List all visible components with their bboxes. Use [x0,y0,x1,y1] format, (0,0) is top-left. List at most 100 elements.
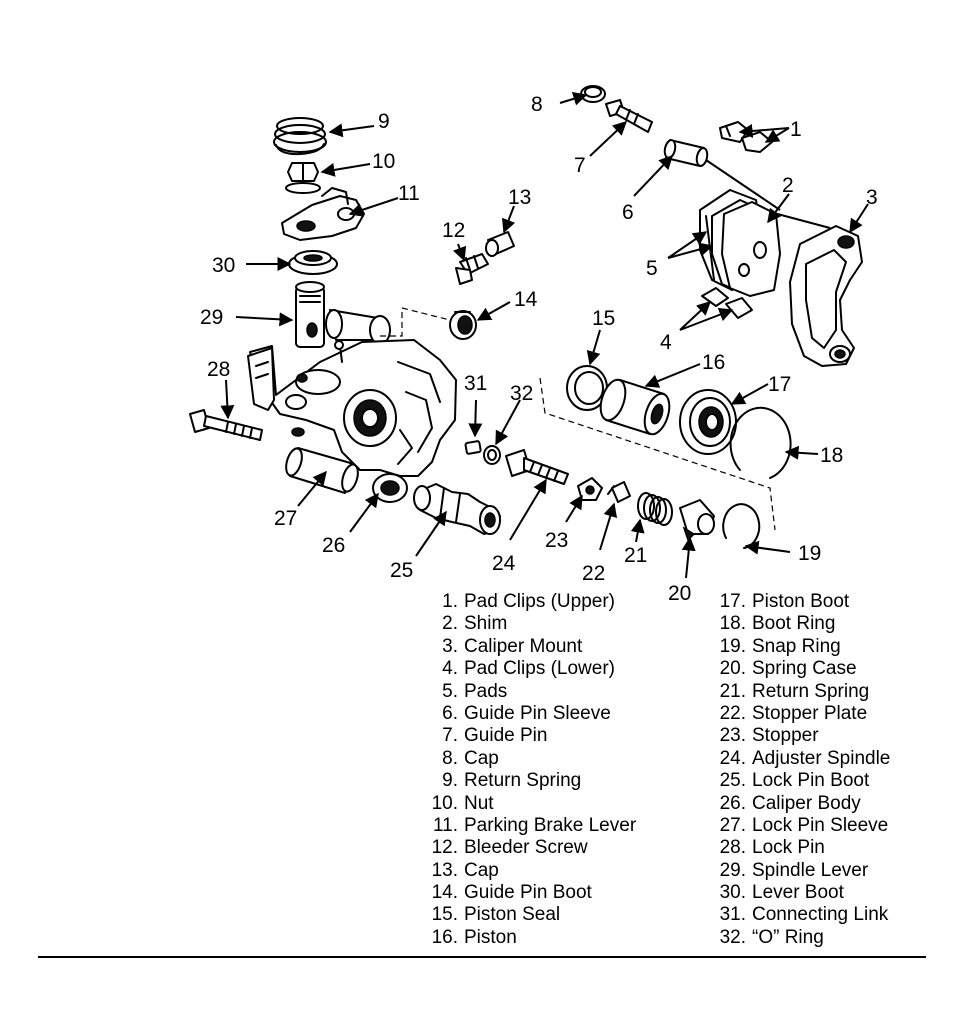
return-spring-21-part [637,492,673,526]
legend-item-number: 30. [719,882,746,904]
legend-item-number: 18. [719,613,746,635]
legend-item-number: 29. [719,859,746,881]
guide-pin-boot-14-part [449,310,477,340]
legend-item-label: Stopper Plate [752,702,868,724]
callout-27: 27 [274,507,297,530]
cap-8-part [580,85,606,103]
legend-item-number: 23. [719,725,746,747]
legend-item: 26.Caliper Body [708,793,890,815]
legend-item-number: 19. [719,635,746,657]
legend-item-number: 25. [719,770,746,792]
legend-item-label: Lever Boot [752,882,844,904]
callout-15: 15 [592,307,615,330]
legend-item: 23. Stopper [708,725,890,747]
legend-item-number: 21. [719,680,746,702]
legend-item: 22.Stopper Plate [708,703,890,725]
legend-item: 20. Spring Case [708,658,890,680]
legend-item: 14.Guide Pin Boot [422,882,636,904]
legend-item-label: Caliper Mount [464,635,583,657]
lock-pin-28-part [189,409,263,441]
legend-item-label: Cap [464,747,499,769]
adjuster-spindle-24-part [505,449,569,485]
callout-18: 18 [820,444,843,467]
legend-item-label: Return Spring [752,680,870,702]
callout-25: 25 [390,559,413,582]
pad-clips-upper-1-part [719,121,773,153]
legend-item-number: 17. [719,591,746,612]
legend-item: 24.Adjuster Spindle [708,747,891,770]
legend-item-label: Piston Boot [752,591,850,612]
legend-item-number: 5. [442,680,458,702]
callout-16: 16 [702,351,725,374]
legend-item: 1.Pad Clips (Upper) [422,591,636,613]
guide-pin-7-part [605,99,653,133]
callout-31: 31 [464,372,487,395]
legend-item-label: Nut [464,792,494,814]
stopper-plate-22-part [607,481,631,503]
legend-item-number: 13. [431,859,458,881]
callout-29: 29 [200,306,223,329]
legend-item-label: Pad Clips (Upper) [464,591,615,612]
legend-item: 9.Return Spring [422,770,636,792]
guide-pin-sleeve-6-part [663,139,709,167]
legend-item-label: Bleeder Screw [464,837,588,859]
legend-item-label: Stopper [752,725,819,747]
legend-item-label: Guide Pin Sleeve [464,702,611,724]
legend-item-number: 20. [719,658,746,680]
legend-item: 6. Guide Pin Sleeve [422,703,636,725]
callout-12: 12 [442,219,465,242]
legend-item-label: Cap [464,859,499,881]
legend-item-label: Piston [464,926,517,948]
legend-item-label: “O” Ring [752,926,824,948]
legend-item-number: 14. [431,882,458,904]
callout-17: 17 [768,373,791,396]
legend-item: 10.Nut [422,793,636,815]
legend-item: 30. Lever Boot [708,882,890,904]
legend-item-number: 24. [719,747,746,769]
callout-19: 19 [798,542,821,565]
leader-lines [220,92,869,579]
legend-item: 18. Boot Ring [708,613,890,635]
parking-brake-lever-11-part [281,187,365,241]
return-spring-9-part [273,117,327,156]
spring-case-20-part [679,499,715,542]
spindle-lever-29-part [295,281,325,348]
legend-item-label: Parking Brake Lever [464,814,637,836]
callout-14: 14 [514,288,538,311]
callout-22: 22 [582,562,605,585]
legend-item: 25.Lock Pin Boot [708,770,890,792]
callout-4: 4 [660,331,672,354]
legend-item-number: 31. [719,904,746,926]
callout-23: 23 [545,529,568,552]
legend-item: 13. Cap [422,860,636,882]
legend-item: 29.Spindle Lever [708,860,890,882]
shim-2-part [721,201,781,297]
legend-item: 28.Lock Pin [708,837,890,859]
piston-boot-17-part [679,389,737,455]
legend-item: 8.Cap [422,748,636,770]
caliper-mount-3-part [789,225,863,367]
caliper-body-26-part [247,309,457,503]
callout-26: 26 [322,534,345,557]
o-ring-32-part [483,445,501,465]
legend-item-number: 6. [442,702,458,724]
legend-item: 31. Connecting Link [708,904,890,926]
legend-item-label: Boot Ring [752,613,836,635]
callout-32: 32 [510,382,533,405]
legend-item-label: Spring Case [752,658,857,680]
legend-item-label: Shim [464,613,508,635]
legend-item-number: 4. [442,658,458,680]
lock-pin-sleeve-27-part [285,447,359,494]
connecting-link-31-part [464,440,482,455]
callout-9: 9 [378,110,390,133]
legend-item-label: Connecting Link [752,904,889,926]
legend-item-number: 3. [442,635,458,657]
lever-boot-30-part [288,250,338,275]
legend-item: 2.Shim [422,613,636,635]
callout-13: 13 [508,186,531,209]
legend-item: 3. Caliper Mount [422,636,636,658]
legend-item-number: 9. [442,770,458,792]
legend-item-label: Pad Clips (Lower) [464,658,615,680]
